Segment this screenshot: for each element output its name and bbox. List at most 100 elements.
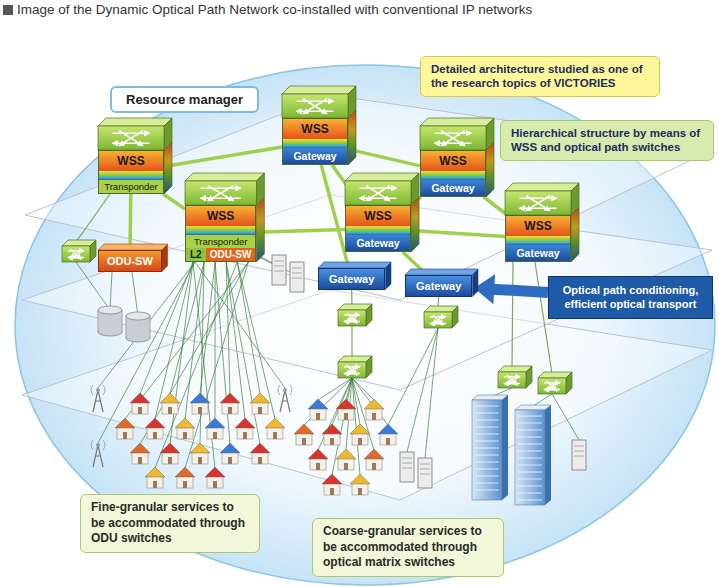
access-wire bbox=[132, 272, 138, 316]
house-icon bbox=[336, 449, 356, 470]
side-face bbox=[348, 86, 356, 118]
front-face bbox=[505, 191, 571, 215]
hierarchy-note-box: Hierarchical structure by means of WSS a… bbox=[500, 120, 714, 161]
house-door bbox=[258, 407, 262, 414]
small-optical-switch bbox=[424, 306, 458, 328]
building-window-row bbox=[475, 434, 499, 435]
connector-line bbox=[256, 230, 345, 233]
stack-side-face bbox=[486, 142, 494, 197]
storage-top bbox=[126, 312, 150, 320]
house-wall bbox=[380, 433, 396, 445]
wss-layer: WSS bbox=[99, 151, 163, 171]
switch-arrow bbox=[504, 376, 520, 378]
node-text: Hierarchical structure by means of WSS a… bbox=[511, 126, 703, 155]
device-layer-row: Transponder bbox=[99, 180, 163, 193]
top-face bbox=[345, 173, 419, 181]
stack-side-face bbox=[256, 197, 264, 262]
side-face bbox=[486, 118, 494, 150]
switch-arrow bbox=[441, 131, 465, 146]
house-door bbox=[183, 432, 187, 439]
wss-node-stack: WSSTransponderL2ODU-SW bbox=[185, 205, 256, 262]
small-optical-switch bbox=[498, 366, 532, 388]
server-slot bbox=[274, 266, 284, 267]
front-face bbox=[498, 372, 526, 388]
house-icon bbox=[322, 424, 342, 445]
front-face bbox=[62, 246, 90, 262]
box-side-face bbox=[385, 262, 391, 290]
access-wire bbox=[237, 262, 275, 419]
storage-top bbox=[98, 306, 122, 314]
server-body bbox=[290, 262, 304, 292]
wss-layer: WSS bbox=[186, 206, 255, 226]
wavelength-band bbox=[99, 171, 163, 180]
switch-arrow bbox=[366, 186, 390, 201]
house-roof bbox=[378, 424, 398, 434]
switch-arrow bbox=[297, 100, 334, 102]
house-wall bbox=[324, 483, 340, 495]
building-window-row bbox=[475, 427, 499, 428]
house-icon bbox=[130, 443, 150, 464]
house-wall bbox=[132, 452, 148, 464]
house-icon bbox=[220, 443, 240, 464]
wss-layer: WSS bbox=[421, 151, 485, 171]
node-text: Resource manager bbox=[126, 92, 243, 107]
house-roof bbox=[294, 424, 314, 434]
house-icon bbox=[350, 474, 370, 495]
side-face bbox=[566, 372, 572, 394]
server-icon bbox=[400, 452, 414, 482]
house-door bbox=[138, 457, 142, 464]
house-icon bbox=[145, 467, 165, 488]
antenna-mast bbox=[93, 390, 103, 412]
house-icon bbox=[250, 393, 270, 414]
house-wall bbox=[237, 427, 253, 439]
switch-arrow bbox=[520, 207, 557, 209]
access-wire bbox=[512, 262, 513, 368]
house-icon bbox=[308, 399, 328, 420]
access-wire bbox=[237, 262, 260, 394]
storage-icon bbox=[98, 306, 122, 336]
server-slot bbox=[574, 451, 584, 452]
device-layer-row: WSS bbox=[99, 151, 163, 171]
small-optical-switch bbox=[62, 240, 96, 262]
access-wire bbox=[425, 328, 438, 458]
switch-arrow bbox=[68, 257, 84, 259]
house-roof bbox=[322, 424, 342, 434]
switch-symbol bbox=[504, 375, 520, 385]
device-layer-row: Gateway bbox=[346, 235, 410, 251]
figure-title: Image of the Dynamic Optical Path Networ… bbox=[17, 2, 532, 17]
access-wire bbox=[170, 262, 204, 394]
switch-arrow bbox=[208, 186, 234, 201]
house-wall bbox=[296, 433, 312, 445]
house-icon bbox=[115, 418, 135, 439]
odu-switch-box: ODU-SW bbox=[98, 250, 162, 272]
wss-layer: WSS bbox=[283, 119, 347, 139]
house-wall bbox=[324, 433, 340, 445]
house-wall bbox=[252, 452, 268, 464]
house-roof bbox=[145, 467, 165, 477]
optical-path-switch bbox=[505, 183, 579, 215]
radio-waves bbox=[91, 440, 105, 450]
house-door bbox=[372, 463, 376, 470]
house-roof bbox=[250, 443, 270, 453]
stack-side-face bbox=[348, 110, 356, 165]
house-door bbox=[168, 407, 172, 414]
building-window-row bbox=[518, 444, 542, 445]
node-text: Fine-granular services to be accommodate… bbox=[91, 500, 249, 547]
server-slot bbox=[274, 261, 284, 262]
side-face bbox=[366, 304, 372, 326]
switch-arrow bbox=[504, 383, 520, 385]
house-icon bbox=[350, 424, 370, 445]
house-wall bbox=[338, 458, 354, 470]
fiber-link bbox=[130, 194, 132, 250]
building-window-row bbox=[518, 493, 542, 494]
access-wire bbox=[98, 262, 195, 443]
server-body bbox=[418, 458, 432, 488]
house-icon bbox=[130, 393, 150, 414]
connector-line bbox=[128, 194, 132, 250]
house-door bbox=[344, 463, 348, 470]
house-door bbox=[330, 438, 334, 445]
switch-arrow bbox=[347, 365, 357, 375]
connector-line bbox=[348, 149, 420, 166]
node-text: Detailed architecture studied as one of … bbox=[431, 62, 649, 91]
house-icon bbox=[160, 393, 180, 414]
